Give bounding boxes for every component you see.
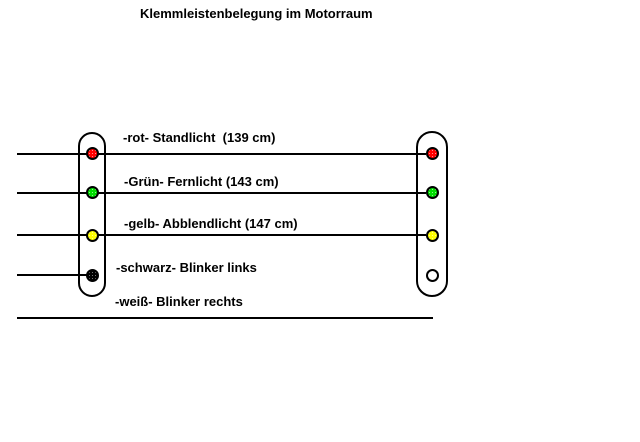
wire-blinker-rechts-weiss	[17, 317, 433, 319]
label-abblendlicht: -gelb- Abblendlicht (147 cm)	[124, 216, 298, 231]
terminal-dot-right-gruen	[426, 186, 439, 199]
terminal-dot-left-schwarz	[86, 269, 99, 282]
terminal-dot-left-gruen	[86, 186, 99, 199]
label-standlicht: -rot- Standlicht (139 cm)	[123, 130, 276, 145]
terminal-dot-right-rot	[426, 147, 439, 160]
terminal-dot-right-weiss	[426, 269, 439, 282]
label-blinker-rechts: -weiß- Blinker rechts	[115, 294, 243, 309]
wire-standlicht-rot	[17, 153, 426, 155]
terminal-dot-left-gelb	[86, 229, 99, 242]
diagram-title: Klemmleistenbelegung im Motorraum	[140, 6, 373, 21]
terminal-dot-left-rot	[86, 147, 99, 160]
wire-fernlicht-gruen	[17, 192, 426, 194]
wire-abblendlicht-gelb	[17, 234, 426, 236]
label-blinker-links: -schwarz- Blinker links	[116, 260, 257, 275]
label-fernlicht: -Grün- Fernlicht (143 cm)	[124, 174, 279, 189]
wire-blinker-links-schwarz	[17, 274, 95, 276]
terminal-dot-right-gelb	[426, 229, 439, 242]
